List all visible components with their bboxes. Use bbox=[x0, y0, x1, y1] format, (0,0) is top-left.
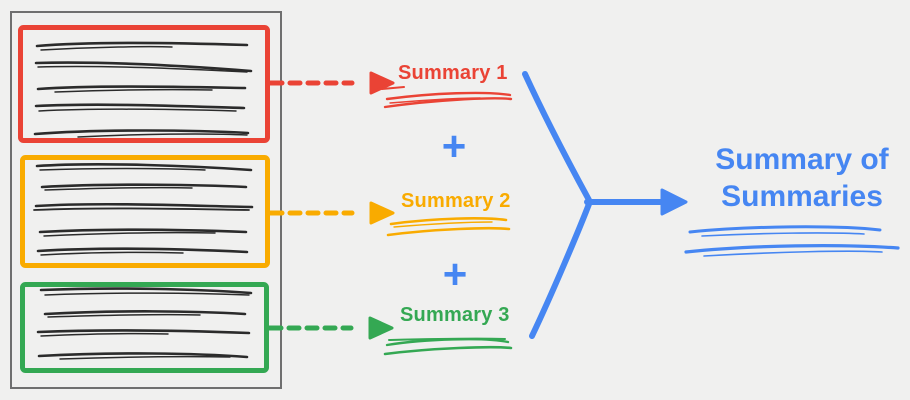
document-section-3 bbox=[20, 282, 269, 373]
green-dashed-arrow bbox=[264, 316, 394, 340]
summary-2-label: Summary 2 bbox=[401, 190, 511, 212]
document-section-2 bbox=[20, 155, 270, 268]
summary-3-label: Summary 3 bbox=[400, 304, 510, 326]
summary-1-scribble bbox=[381, 86, 513, 109]
plus-sign-1: + bbox=[441, 122, 467, 170]
summary-1-label: Summary 1 bbox=[398, 62, 508, 84]
document-border bbox=[10, 11, 282, 389]
red-dashed-arrow bbox=[265, 71, 395, 95]
orange-arrowhead-icon bbox=[369, 201, 395, 225]
orange-dashed-arrow bbox=[265, 201, 395, 225]
green-arrowhead-icon bbox=[368, 316, 394, 340]
section-3-text-scribbles bbox=[36, 287, 253, 360]
merge-arrow bbox=[522, 71, 688, 339]
section-1-text-scribbles bbox=[33, 41, 253, 138]
merge-arrowhead-icon bbox=[660, 188, 688, 216]
source-document-box bbox=[10, 11, 282, 389]
summary-3-scribble bbox=[383, 337, 513, 356]
summary-2-scribble bbox=[386, 217, 511, 237]
section-2-text-scribbles bbox=[33, 163, 254, 256]
plus-sign-2: + bbox=[442, 250, 468, 298]
final-summary-scribble bbox=[684, 225, 900, 257]
document-section-1 bbox=[18, 25, 270, 143]
final-summary-title-line1: Summary of bbox=[715, 143, 889, 176]
final-summary-title-line2: Summaries bbox=[721, 180, 883, 213]
final-summary-title: Summary of Summaries bbox=[702, 141, 902, 215]
